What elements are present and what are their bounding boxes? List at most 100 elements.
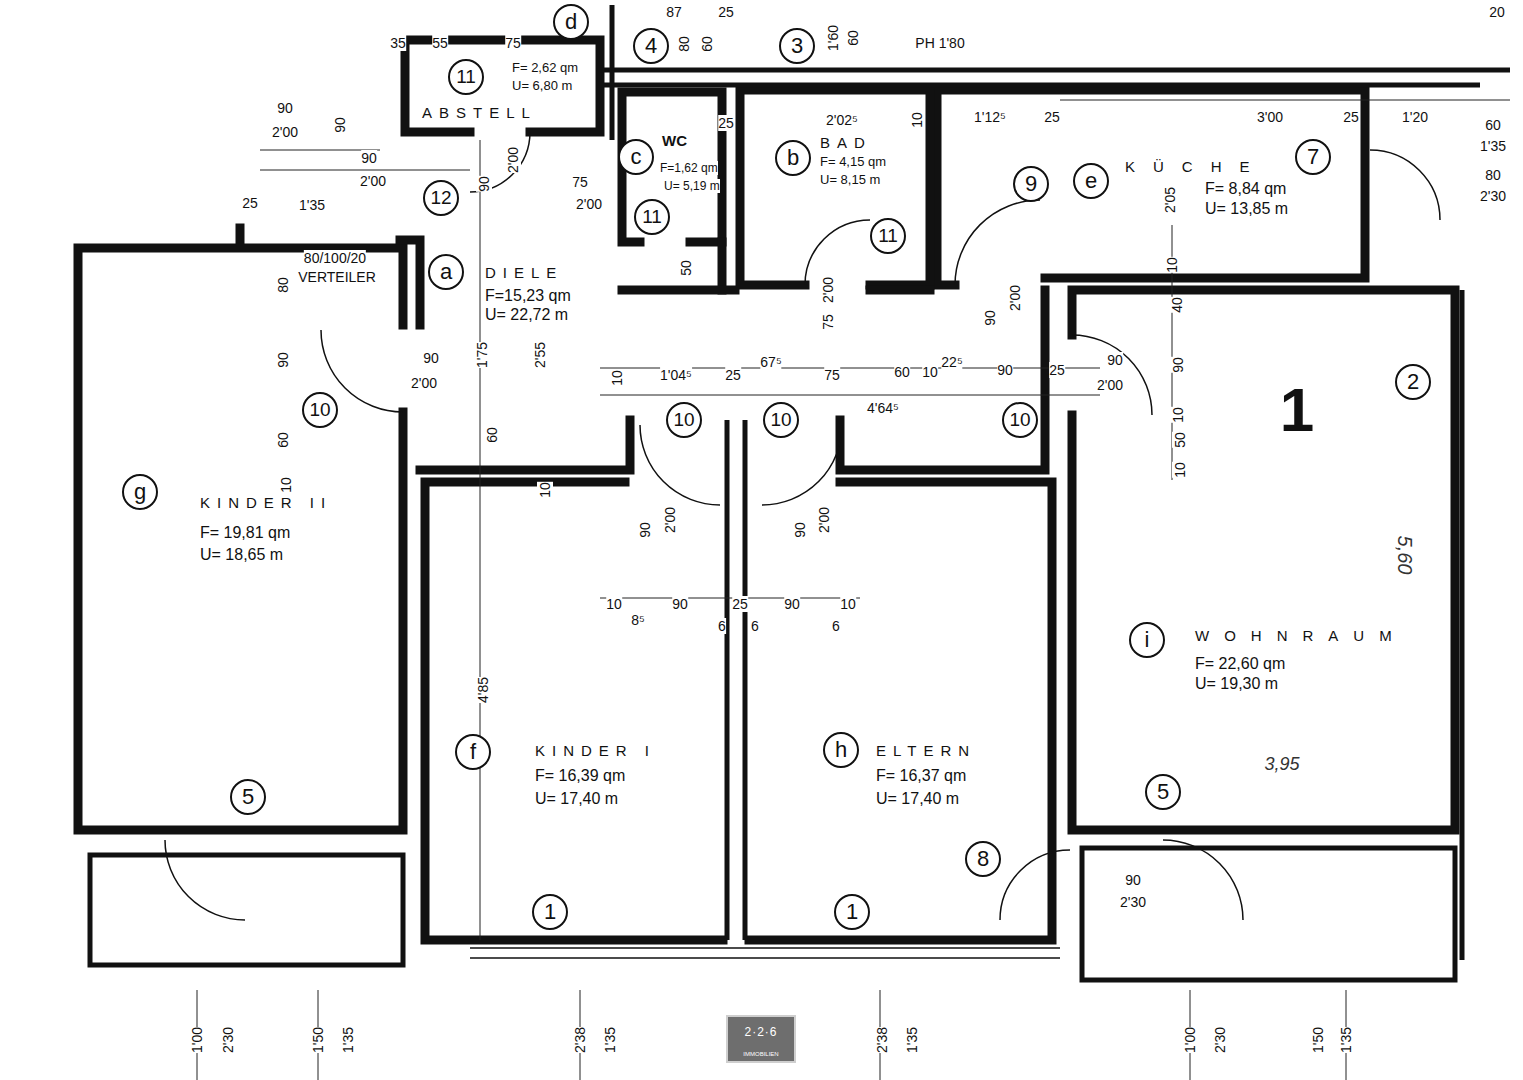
label-slot: 2'38 xyxy=(873,1027,891,1053)
dimension: 60 xyxy=(845,30,861,46)
dimension: 1'12⁵ xyxy=(974,109,1006,125)
label-slot: 10 xyxy=(1169,407,1187,423)
room-area: U= 6,80 m xyxy=(512,78,572,93)
room-text-slot: F= 22,60 qm xyxy=(1195,655,1285,673)
label-slot: 2'05 xyxy=(1161,187,1179,213)
dimension: 90 xyxy=(1107,352,1123,368)
room-text-slot: F=1,62 qm xyxy=(660,158,718,176)
label-slot: 80 xyxy=(274,277,292,293)
label-slot: 25 xyxy=(242,194,258,212)
callout-circle: 4 xyxy=(633,28,669,64)
dimension: 2'38 xyxy=(874,1027,890,1053)
room-text-slot: F=15,23 qm xyxy=(485,287,571,305)
callout-number: g xyxy=(134,480,146,504)
callout-circle: 9 xyxy=(1013,166,1049,202)
label-slot: 90 xyxy=(997,361,1013,379)
label-slot: 2'30 xyxy=(1120,893,1146,911)
label-slot: 8⁵ xyxy=(631,611,645,629)
label-slot: 2'00 xyxy=(272,123,298,141)
dimension: 6 xyxy=(718,618,726,634)
callout-number: b xyxy=(787,146,799,170)
callout-circle: i xyxy=(1129,622,1165,658)
dimension: 1'75 xyxy=(474,342,490,368)
label-slot: 10 xyxy=(606,595,622,613)
room: KINDER IIF= 19,81 qmU= 18,65 m xyxy=(86,252,398,826)
label-slot: 2'00 xyxy=(504,147,522,173)
dimension: 90 xyxy=(792,522,808,538)
label-slot: 1'50 xyxy=(1309,1027,1327,1053)
label-slot: 90 xyxy=(791,522,809,538)
dimension: 2'00 xyxy=(272,124,298,140)
label-slot: 20 xyxy=(1489,3,1505,21)
room-area: F= 16,39 qm xyxy=(535,767,625,784)
dimension: 20 xyxy=(1489,4,1505,20)
label-slot: 35 xyxy=(390,34,406,52)
dimension: 10 xyxy=(909,112,925,128)
dimension: 90 xyxy=(277,100,293,116)
label-slot: 1 xyxy=(1280,376,1314,444)
label-slot: 60 xyxy=(274,432,292,448)
label-slot: 1'35 xyxy=(339,1027,357,1053)
room-text-slot: U= 8,15 m xyxy=(820,170,880,188)
dimension: 90 xyxy=(332,117,348,133)
room-area: F= 19,81 qm xyxy=(200,524,290,541)
dimension: 2'00 xyxy=(820,277,836,303)
label-slot: 10 xyxy=(1163,257,1181,273)
label-slot: 25 xyxy=(1343,108,1359,126)
room-name: WC xyxy=(662,132,687,149)
dimension: 67⁵ xyxy=(760,354,781,370)
dimension: 75 xyxy=(824,367,840,383)
dimension: 1'35 xyxy=(904,1027,920,1053)
callout-circle: 1 xyxy=(834,894,870,930)
label-slot: 6 xyxy=(718,617,726,635)
label-slot: 10 xyxy=(908,112,926,128)
dimension: 6 xyxy=(751,618,759,634)
dimension: 60 xyxy=(699,36,715,52)
label-slot: 67⁵ xyxy=(760,353,781,371)
label-slot: 90 xyxy=(361,149,377,167)
dimension: 90 xyxy=(672,596,688,612)
label-slot: 50 xyxy=(1171,432,1189,448)
dimension: 40 xyxy=(1169,297,1185,313)
dimension: 2'30 xyxy=(1212,1027,1228,1053)
label-slot: 75 xyxy=(572,173,588,191)
dimension: 1'00 xyxy=(1182,1027,1198,1053)
label-slot: 1'12⁵ xyxy=(974,108,1006,126)
label-slot: 10 xyxy=(536,482,554,498)
label-slot: 6 xyxy=(751,617,759,635)
label-slot: 60 xyxy=(1485,116,1501,134)
dimension: 6 xyxy=(832,618,840,634)
dimension: 1'35 xyxy=(1338,1027,1354,1053)
callout-number: i xyxy=(1145,628,1150,652)
callout-circle: c xyxy=(618,139,654,175)
room-text-slot: WOHNRAUM xyxy=(1195,627,1407,645)
dimension: 1'04⁵ xyxy=(660,367,692,383)
dimension: 80 xyxy=(676,36,692,52)
room: ABSTELL F= 2,62 qm U= 6,80 m xyxy=(405,38,600,133)
callout-circle: 10 xyxy=(302,392,338,428)
room-text-slot: U= 19,30 m xyxy=(1195,675,1278,693)
dimension: 25 xyxy=(1049,362,1065,378)
dimension: 87 xyxy=(666,4,682,20)
room-area: U= 17,40 m xyxy=(876,790,959,807)
label-slot: 90 xyxy=(672,595,688,613)
label-slot: 2'30 xyxy=(1480,187,1506,205)
dimension: 60 xyxy=(1485,117,1501,133)
label-slot: 2'00 xyxy=(360,172,386,190)
room-name: KÜCHE xyxy=(1125,158,1268,175)
dimension: 90 xyxy=(1170,357,1186,373)
watermark: IMMOBILIEN xyxy=(743,1051,778,1057)
dimension: 1'35 xyxy=(602,1027,618,1053)
label-slot: 22⁵ xyxy=(941,353,962,371)
callout-number: a xyxy=(440,260,452,284)
callout-circle: 8 xyxy=(965,841,1001,877)
room-area: F= 2,62 qm xyxy=(512,60,578,75)
callout-circle: 10 xyxy=(1002,402,1038,438)
label-slot: 75 xyxy=(819,314,837,330)
room-text-slot: DIELE xyxy=(485,264,563,282)
room-text-slot: F= 16,37 qm xyxy=(876,767,966,785)
label-slot: 4'85 xyxy=(474,677,492,703)
room-name: ABSTELL xyxy=(422,104,537,121)
apartment-number: 1 xyxy=(1280,375,1314,444)
dimension: 90 xyxy=(275,352,291,368)
